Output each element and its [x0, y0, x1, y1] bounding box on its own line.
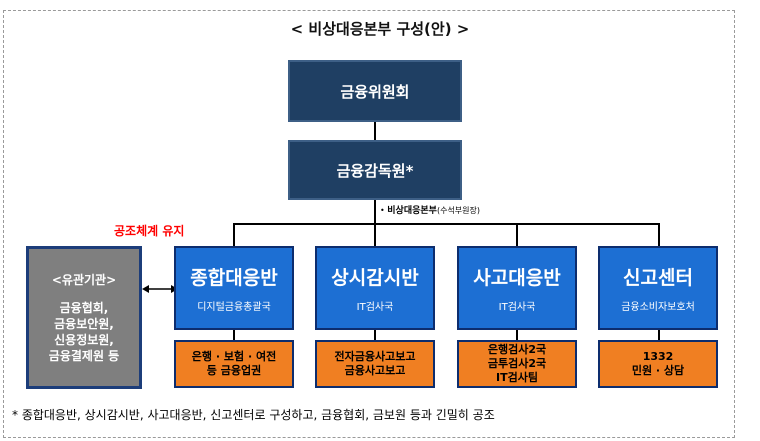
- unit-box-report-center: 신고센터 금융소비자보호처: [598, 246, 718, 330]
- unit-detail-comprehensive: 은행 · 보험 · 여전 등 금융업권: [174, 340, 294, 388]
- unit-box-monitoring: 상시감시반 IT검사국: [315, 246, 435, 330]
- unit-title: 신고센터: [623, 267, 693, 289]
- connector-drop-1: [233, 223, 235, 246]
- unit-title: 상시감시반: [331, 267, 419, 289]
- note-label: 비상대응본부: [387, 206, 437, 216]
- emergency-hq-note: • 비상대응본부(수석부원장): [380, 203, 480, 216]
- detail-line: IT검사팀: [496, 371, 538, 384]
- related-institutions-box: <유관기관> 금융협회, 금융보안원, 신용정보원, 금융결제원 등: [26, 246, 142, 389]
- coop-label: 공조체계 유지: [114, 224, 185, 238]
- detail-line: 은행 · 보험 · 여전: [191, 350, 277, 363]
- connector-unit-1-detail: [233, 330, 235, 340]
- detail-line: 금융사고보고: [344, 364, 406, 377]
- unit-title: 사고대응반: [473, 267, 561, 289]
- fsc-box: 금융위원회: [288, 60, 462, 122]
- related-header: <유관기관>: [51, 272, 117, 287]
- fss-box: 금융감독원*: [288, 140, 462, 200]
- connector-fss-stem: [374, 200, 376, 224]
- diagram-frame: [3, 10, 735, 438]
- coop-arrow: [142, 285, 178, 293]
- footnote: * 종합대응반, 상시감시반, 사고대응반, 신고센터로 구성하고, 금융협회,…: [12, 408, 495, 422]
- connector-drop-2: [374, 223, 376, 246]
- unit-detail-monitoring: 전자금융사고보고 금융사고보고: [315, 340, 435, 388]
- note-sub: (수석부원장): [436, 206, 480, 215]
- unit-sub: IT검사국: [498, 302, 536, 313]
- unit-title: 종합대응반: [190, 267, 278, 289]
- detail-line: 금투검사2국: [487, 357, 547, 370]
- unit-detail-report-center: 1332 민원 · 상담: [598, 340, 718, 388]
- unit-box-comprehensive: 종합대응반 디지털금융총괄국: [174, 246, 294, 330]
- unit-sub: 금융소비자보호처: [621, 302, 695, 313]
- detail-line: 민원 · 상담: [631, 364, 685, 377]
- unit-sub: IT검사국: [356, 302, 394, 313]
- connector-unit-3-detail: [516, 330, 518, 340]
- detail-line: 전자금융사고보고: [334, 350, 416, 363]
- detail-line: 1332: [642, 350, 674, 363]
- related-line: 금융결제원 등: [48, 348, 120, 363]
- unit-sub: 디지털금융총괄국: [197, 302, 271, 313]
- related-line: 금융보안원,: [54, 316, 114, 331]
- related-line: 신용정보원,: [54, 332, 114, 347]
- connector-drop-4: [658, 223, 660, 246]
- note-bullet: •: [380, 206, 385, 215]
- unit-detail-incident: 은행검사2국 금투검사2국 IT검사팀: [457, 340, 577, 388]
- connector-unit-2-detail: [374, 330, 376, 340]
- detail-line: 은행검사2국: [487, 343, 547, 356]
- fss-label: 금융감독원*: [336, 161, 414, 180]
- connector-bus: [233, 223, 660, 225]
- fsc-label: 금융위원회: [340, 82, 410, 101]
- unit-box-incident: 사고대응반 IT검사국: [457, 246, 577, 330]
- diagram-title: < 비상대응본부 구성(안) >: [290, 20, 470, 38]
- related-line: 금융협회,: [59, 300, 109, 315]
- connector-fsc-fss: [374, 122, 376, 140]
- detail-line: 등 금융업권: [206, 364, 262, 377]
- connector-drop-3: [516, 223, 518, 246]
- connector-unit-4-detail: [658, 330, 660, 340]
